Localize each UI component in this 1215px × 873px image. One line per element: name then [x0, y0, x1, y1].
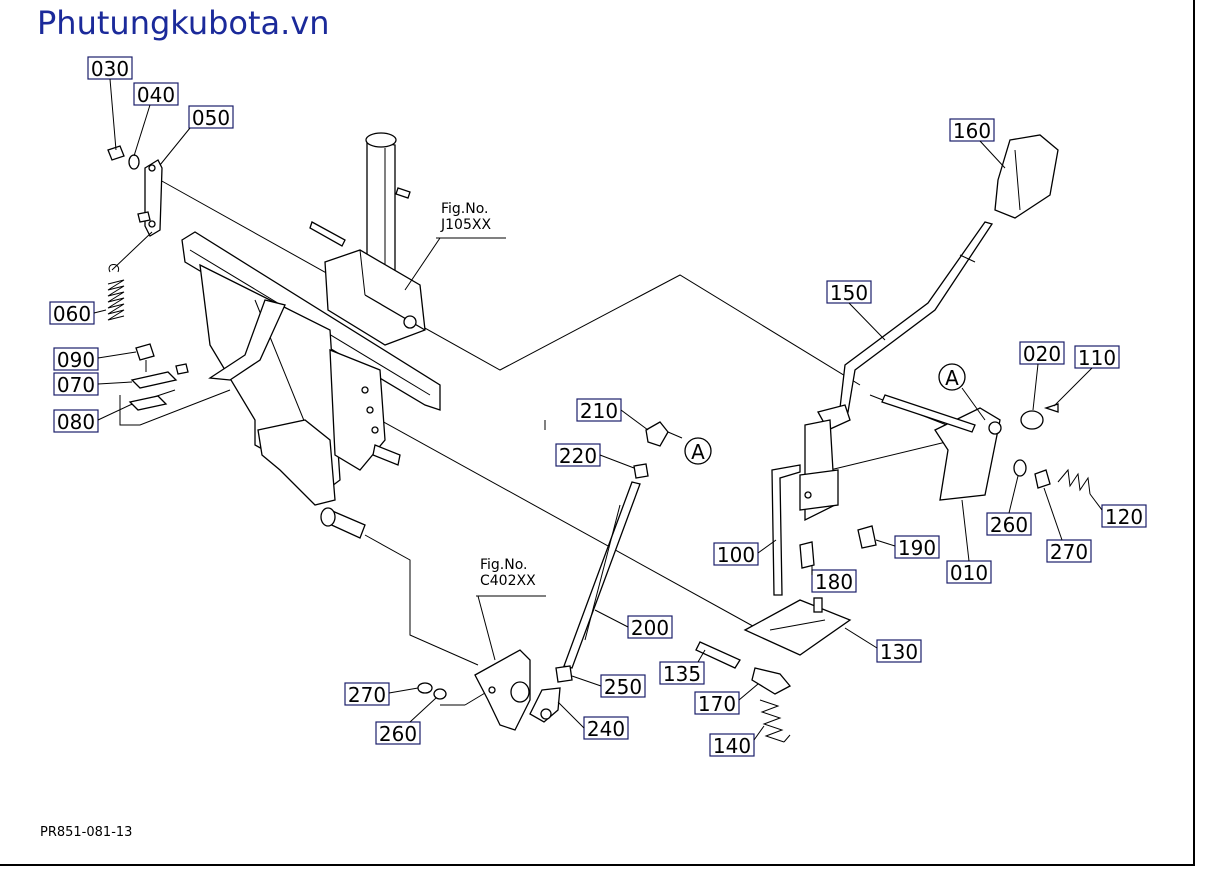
part-label-270-right[interactable]: 270 — [1050, 540, 1088, 564]
part-label-080[interactable]: 080 — [57, 410, 95, 434]
left-small-parts — [107, 145, 189, 411]
pedal-bracket — [181, 132, 441, 539]
part-label-270-left[interactable]: 270 — [348, 683, 386, 707]
shift-lever-assembly — [695, 134, 1091, 743]
part-label-210[interactable]: 210 — [580, 399, 618, 423]
part-labels: 030 040 050 060 090 070 080 — [49, 56, 1147, 758]
part-label-190[interactable]: 190 — [898, 536, 936, 560]
part-label-030[interactable]: 030 — [91, 57, 129, 81]
figure-ref-j105: Fig.No. J105XX — [441, 201, 491, 233]
part-label-110[interactable]: 110 — [1078, 346, 1116, 370]
part-label-040[interactable]: 040 — [137, 83, 175, 107]
figure-ref-c402: Fig.No. C402XX — [480, 557, 536, 589]
part-label-160[interactable]: 160 — [953, 119, 991, 143]
figure-ref-c402-line1: Fig.No. — [480, 557, 528, 573]
leader-lines — [119, 179, 986, 706]
part-label-170[interactable]: 170 — [698, 692, 736, 716]
figure-ref-j105-line1: Fig.No. — [441, 201, 489, 217]
part-label-200[interactable]: 200 — [631, 616, 669, 640]
part-label-260-right[interactable]: 260 — [990, 513, 1028, 537]
part-label-180[interactable]: 180 — [815, 570, 853, 594]
part-label-250[interactable]: 250 — [604, 675, 642, 699]
site-title[interactable]: Phutungkubota.vn — [37, 4, 330, 42]
figure-refs — [404, 237, 546, 661]
part-label-020[interactable]: 020 — [1023, 342, 1061, 366]
figure-ref-c402-line2: C402XX — [480, 573, 536, 589]
callout-circles: A A — [684, 363, 986, 465]
part-label-240[interactable]: 240 — [587, 717, 625, 741]
callout-a-bracket: A — [945, 366, 959, 390]
part-label-140[interactable]: 140 — [713, 734, 751, 758]
part-label-135[interactable]: 135 — [663, 662, 701, 686]
part-label-100[interactable]: 100 — [717, 543, 755, 567]
part-label-260-left[interactable]: 260 — [379, 722, 417, 746]
callout-a-rod: A — [691, 440, 705, 464]
part-label-090[interactable]: 090 — [57, 348, 95, 372]
part-label-220[interactable]: 220 — [559, 444, 597, 468]
drawing-frame — [0, 0, 1195, 866]
part-label-060[interactable]: 060 — [53, 302, 91, 326]
part-label-120[interactable]: 120 — [1105, 505, 1143, 529]
part-label-150[interactable]: 150 — [830, 281, 868, 305]
part-label-010[interactable]: 010 — [950, 561, 988, 585]
figure-ref-j105-line2: J105XX — [441, 217, 492, 233]
rod-assembly — [529, 421, 683, 723]
part-label-130[interactable]: 130 — [880, 640, 918, 664]
drawing-code: PR851-081-13 — [40, 825, 133, 840]
lower-bracket — [417, 649, 531, 731]
part-label-070[interactable]: 070 — [57, 373, 95, 397]
part-label-050[interactable]: 050 — [192, 106, 230, 130]
